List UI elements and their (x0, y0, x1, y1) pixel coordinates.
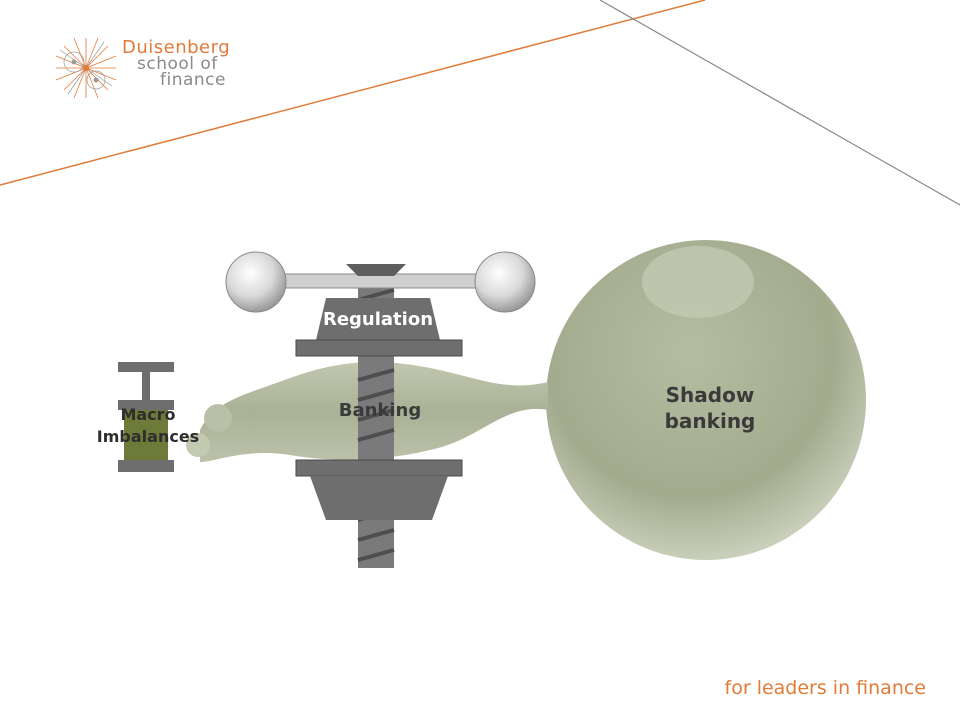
macro-label-line1: Macro (120, 405, 176, 424)
shadow-banking-balloon (546, 240, 866, 560)
shadow-label-line1: Shadow (665, 383, 755, 407)
logo-finance-line: finance (160, 70, 226, 90)
pump-cylinder (124, 410, 168, 462)
shadow-label-line2: banking (664, 409, 756, 433)
logo-school-line: school of (137, 54, 218, 74)
handle-knob-right (474, 251, 536, 313)
regulation-label: Regulation (322, 309, 434, 330)
banking-label: Banking (338, 400, 422, 421)
clamp-bottom-base (310, 476, 448, 520)
macro-label-line2: Imbalances (96, 427, 200, 446)
handle-knob-left (225, 251, 287, 313)
tagline: for leaders in finance (724, 677, 926, 699)
balloon-highlight (642, 246, 754, 318)
clamp-handle-bar (269, 273, 491, 289)
macro-imbalances-label: Macro Imbalances (88, 404, 208, 448)
clamp-bottom-plate (295, 459, 463, 477)
pump-handle (118, 362, 174, 372)
regulation-block (316, 298, 440, 340)
logo-brand-name: Duisenberg (122, 37, 231, 58)
logo-emblem-icon (55, 37, 117, 99)
shadow-banking-label: Shadow banking (630, 382, 790, 434)
